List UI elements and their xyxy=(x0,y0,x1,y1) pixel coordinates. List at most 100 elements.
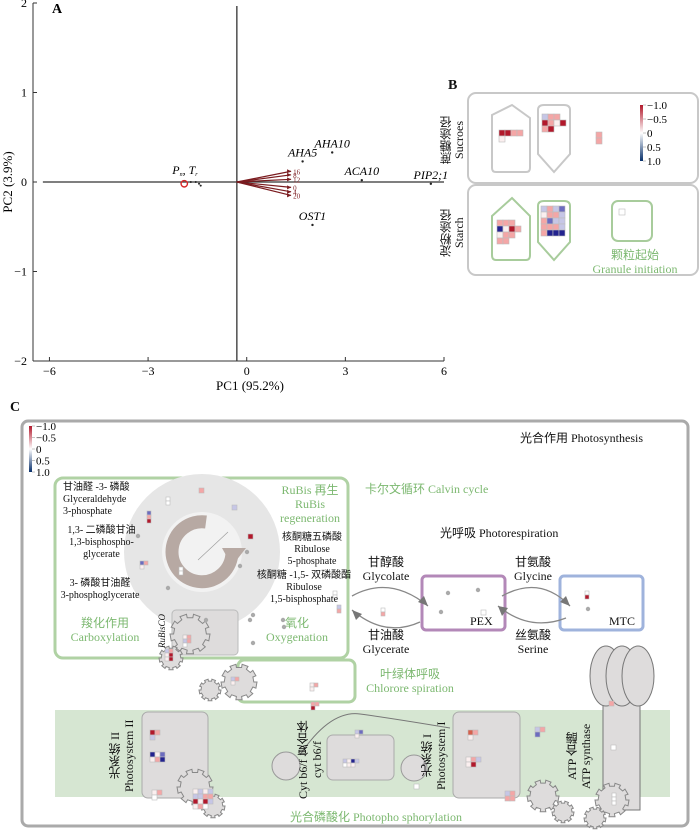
cytb6f-circle xyxy=(271,751,301,781)
heatmap-cell xyxy=(496,231,504,239)
heatmap-cell xyxy=(541,125,549,133)
gear-icon xyxy=(583,806,607,830)
rubisco-label: RuBisCO xyxy=(157,614,167,649)
heatmap-cell xyxy=(516,129,524,137)
cytb6f-label: Cyt b6/f 复合体 cyt b6/f xyxy=(296,712,324,808)
glycolate-arrow-icon xyxy=(351,586,429,607)
heatmap-cell xyxy=(502,237,510,245)
heatmap-cell xyxy=(534,731,541,738)
heatmap-cell xyxy=(472,729,479,736)
rubis-regen-zh: RuBis 再生 xyxy=(281,483,339,497)
serine-label: 丝氨酸 Serine xyxy=(508,628,558,656)
heatmap-cell xyxy=(198,487,205,494)
heatmap-cell xyxy=(192,803,199,810)
heatmap-cell xyxy=(595,131,603,139)
heatmap-cell xyxy=(508,231,516,239)
glycerate-label: 甘油酸 Glycerate xyxy=(356,628,416,656)
granule-label: 颗粒起始 Granule initiation xyxy=(590,248,680,276)
heatmap-cell xyxy=(336,608,342,614)
heatmap-cell xyxy=(504,795,511,802)
chlororespiration-box xyxy=(236,658,357,704)
heatmap-cell xyxy=(149,751,156,758)
heatmap-cell xyxy=(168,656,174,662)
cluster-label: Pn, Tr xyxy=(171,163,198,178)
gear-icon xyxy=(551,800,575,824)
cytb6f-box xyxy=(326,734,395,781)
heatmap-cell xyxy=(465,761,472,768)
heatmap-cell xyxy=(610,744,617,751)
heatmap-cell xyxy=(197,793,204,800)
heatmap-cell xyxy=(611,792,617,798)
heatmap-cell xyxy=(168,652,174,658)
heatmap-cell xyxy=(496,225,504,233)
gears xyxy=(158,613,630,830)
pex-label: PEX xyxy=(470,614,493,628)
glycerate-arrow-icon xyxy=(351,609,421,629)
ru5p-zh: 核酮糖五磷酸 xyxy=(282,532,342,543)
heatmap-cell xyxy=(475,756,482,763)
heatmap-cell xyxy=(465,756,472,763)
heatmap-cell xyxy=(346,758,352,764)
heatmap-cell xyxy=(178,570,184,576)
heatmap-cell xyxy=(202,788,209,795)
p-sub: n xyxy=(180,172,183,178)
ru5p-en2: 5-phosphate xyxy=(287,556,337,567)
psi-circle xyxy=(400,754,428,782)
heatmap-cell xyxy=(595,137,603,145)
glycerate-zh: 甘油酸 xyxy=(367,628,404,642)
heatmap-cell xyxy=(207,788,214,795)
gear-icon xyxy=(220,663,258,701)
metabolite-dot xyxy=(237,563,243,569)
cluster-dot xyxy=(189,181,192,183)
granule-compartment xyxy=(611,200,653,242)
heatmap-cell xyxy=(546,211,554,219)
chlororespiration-en: Chlorore spiration xyxy=(366,681,454,695)
psi-zh: 光系统 I xyxy=(420,734,434,778)
psi-box xyxy=(452,711,521,799)
heatmap-cell xyxy=(182,642,188,648)
atp-zh: ATP 合酶 xyxy=(565,732,579,780)
serine-en: Serine xyxy=(517,642,549,656)
glycerate-arrowhead-icon xyxy=(352,610,362,620)
heatmap-cell xyxy=(192,788,199,795)
arrowhead-icon xyxy=(287,172,292,177)
oxygenation-en: Oxygenation xyxy=(266,630,328,644)
point-label: ACA10 xyxy=(343,164,379,178)
data-point xyxy=(311,223,314,227)
heatmap-cell xyxy=(559,119,567,127)
heatmap-cell xyxy=(611,800,617,806)
photosynthesis-frame xyxy=(20,419,690,828)
legend-label: 0 xyxy=(36,444,42,456)
metabolite-dot xyxy=(247,617,253,623)
granule-zh: 颗粒起始 xyxy=(610,248,659,262)
pga-label: 3- 磷酸甘油醛 3-phosphoglycerate xyxy=(58,578,142,602)
oxygenation-label: 氧化 Oxygenation xyxy=(262,616,332,644)
starch-compartment-1 xyxy=(491,196,531,261)
photosynthesis-title: 光合作用 Photosynthesis xyxy=(520,431,644,445)
psii-label: 光系统 II Photosystem II xyxy=(108,712,136,800)
psi-en: Photosystem I xyxy=(434,721,448,791)
heatmap-cell xyxy=(354,729,360,735)
loading-arrow xyxy=(236,181,292,188)
chlororespiration-label: 叶绿体呼吸 Chlorore spiration xyxy=(360,667,460,695)
heatmap-cell xyxy=(552,211,560,219)
heatmap-cell xyxy=(510,129,518,137)
gear-icon xyxy=(198,678,222,702)
sucrose-box xyxy=(467,92,699,184)
metabolite-dot xyxy=(203,617,209,623)
heatmap-cell xyxy=(154,756,161,763)
g3p-en1: Glyceraldehyde xyxy=(63,494,127,505)
heatmap-cell xyxy=(508,225,516,233)
y-tick-label: 2 xyxy=(21,0,27,10)
sucrose-compartment-1 xyxy=(491,103,531,173)
mtc-box xyxy=(558,574,645,632)
heatmap-cell xyxy=(541,113,549,121)
heatmap-cell xyxy=(178,566,184,572)
point-label: OST1 xyxy=(299,209,326,223)
heatmap-cell xyxy=(192,793,199,800)
metabolite-dot xyxy=(445,590,451,596)
atp-en: ATP synthase xyxy=(579,723,593,789)
heatmap-cell xyxy=(151,789,158,796)
glycine-label: 甘氨酸 Glycine xyxy=(508,555,558,583)
metabolite-dot xyxy=(244,549,250,555)
